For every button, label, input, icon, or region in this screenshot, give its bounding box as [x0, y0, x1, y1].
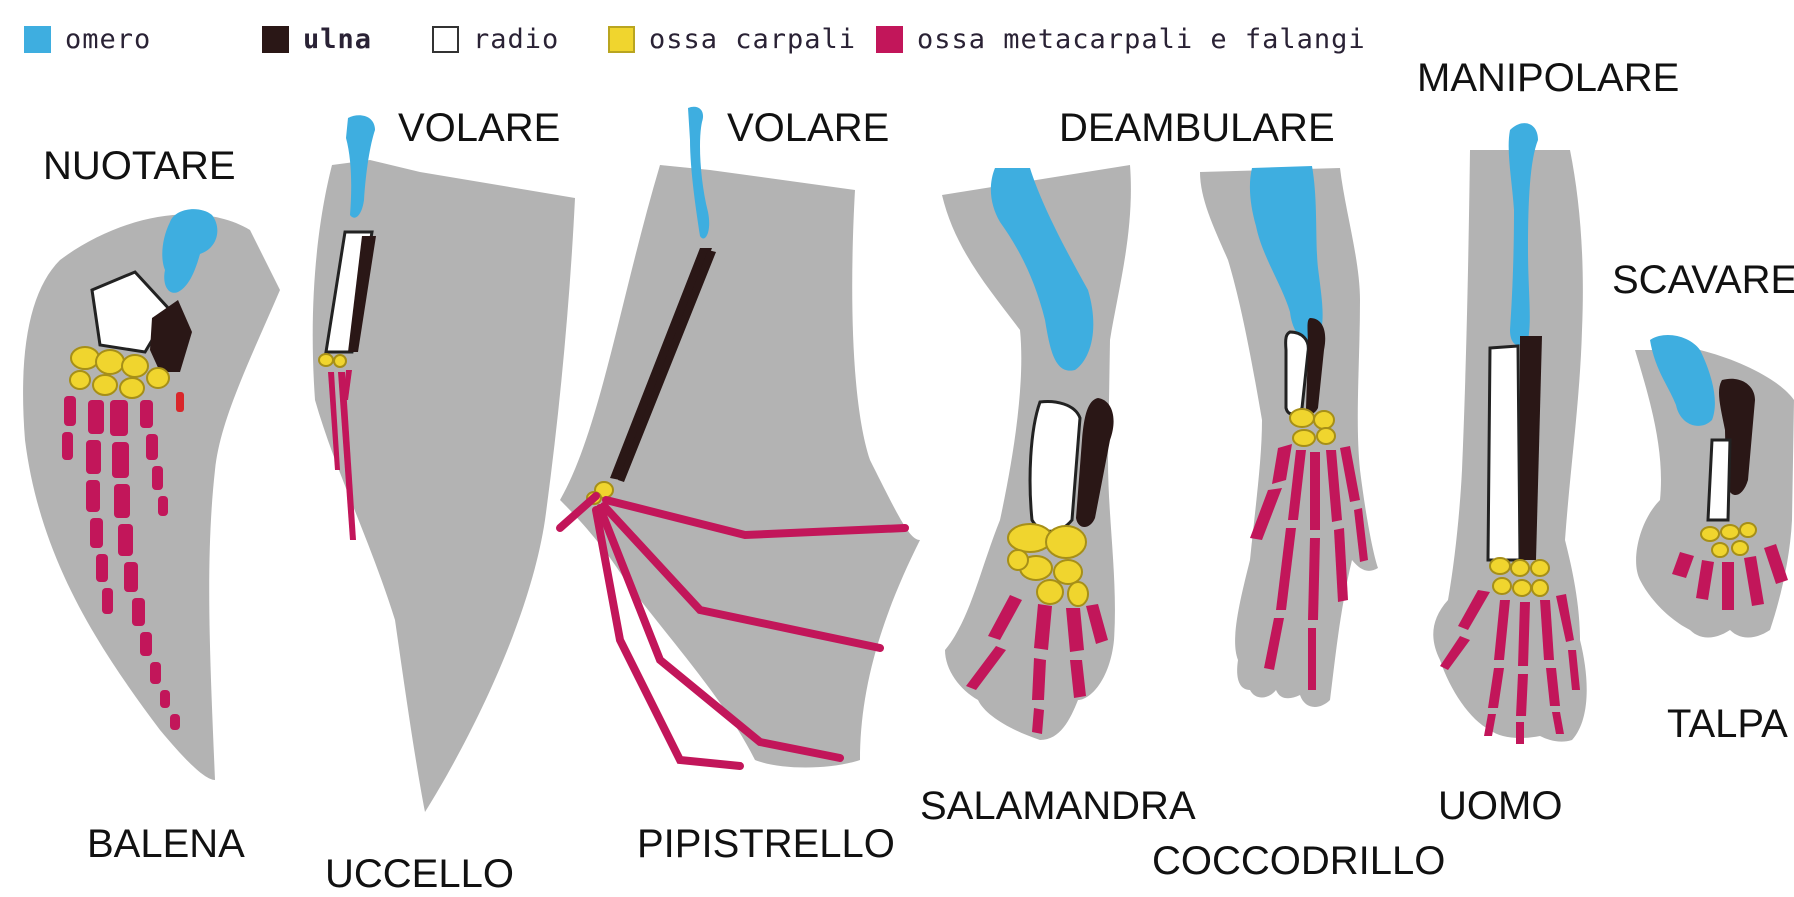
- animal-label-talpa: TALPA: [1667, 702, 1788, 747]
- limb-balena: [23, 209, 280, 780]
- function-label-volare-uccello: VOLARE: [398, 106, 560, 151]
- limb-talpa: [1635, 335, 1794, 637]
- bone-radio-uomo: [1488, 346, 1520, 560]
- animal-label-balena: BALENA: [87, 822, 245, 867]
- animal-label-salamandra: SALAMANDRA: [920, 784, 1196, 829]
- function-label-manipolare: MANIPOLARE: [1417, 56, 1679, 101]
- bone-radio-salamandra: [1030, 402, 1080, 532]
- function-label-nuotare: NUOTARE: [43, 144, 236, 189]
- limb-pipistrello: [560, 107, 920, 768]
- bone-radio-talpa: [1708, 440, 1730, 520]
- animal-label-pipistrello: PIPISTRELLO: [637, 822, 895, 867]
- animal-label-coccodrillo: COCCODRILLO: [1152, 839, 1445, 884]
- limb-uccello: [313, 115, 575, 812]
- animal-label-uccello: UCCELLO: [325, 852, 514, 897]
- limb-uomo: [1433, 123, 1586, 744]
- outline-pipistrello: [560, 165, 920, 768]
- limb-coccodrillo: [1200, 166, 1378, 707]
- animal-label-uomo: UOMO: [1438, 784, 1562, 829]
- function-label-scavare: SCAVARE: [1612, 258, 1794, 303]
- function-label-volare-pipistrello: VOLARE: [727, 106, 889, 151]
- function-label-deambulare: DEAMBULARE: [1059, 106, 1335, 151]
- limb-salamandra: [942, 165, 1131, 740]
